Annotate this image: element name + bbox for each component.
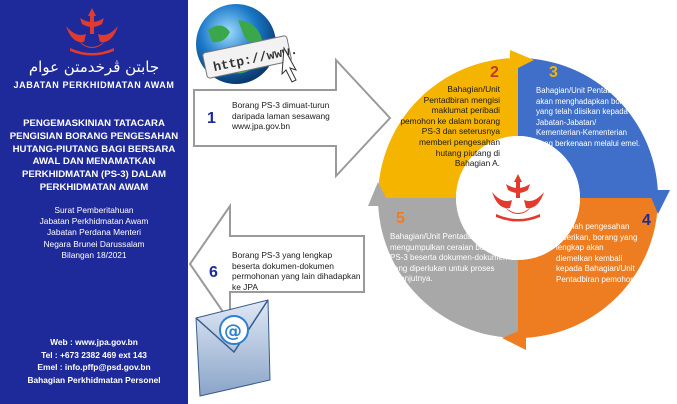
cursor-icon <box>281 46 298 83</box>
step3-segment <box>518 58 658 198</box>
step2-text: Bahagian/Unit Pentadbiran mengisi maklum… <box>400 84 500 169</box>
arrowhead-5-2 <box>368 182 390 206</box>
step1-arrow <box>193 57 392 179</box>
step5-text: Bahagian/Unit Pentadbiran akan mengumpul… <box>390 232 508 284</box>
step4-text: Setelah pengesahan diberikan, borang yan… <box>556 222 638 284</box>
step1-text: Borang PS-3 dimuat-turun daripada laman … <box>232 100 330 132</box>
arrowhead-2-3 <box>510 50 534 72</box>
globe-icon: http://www. <box>196 4 299 84</box>
department-name: JABATAN PERKHIDMATAN AWAM <box>13 80 175 90</box>
svg-text:@: @ <box>224 321 242 342</box>
email-icon: @ <box>195 299 271 397</box>
step4-number: 4 <box>642 212 651 229</box>
contact-info: Web : www.jpa.gov.bn Tel : +673 2382 469… <box>4 336 184 386</box>
notice-line: Jabatan Perdana Menteri <box>46 227 142 238</box>
step5-segment <box>378 198 518 338</box>
page-title: PENGEMASKINIAN TATACARA PENGISIAN BORANG… <box>9 118 179 193</box>
step2-number: 2 <box>490 64 499 81</box>
arrowhead-4-5 <box>502 328 526 350</box>
notice-line: Jabatan Perkhidmatan Awam <box>39 216 149 227</box>
step3-text: Bahagian/Unit Pentadbiran akan menghadap… <box>536 86 641 148</box>
notice-line: Bilangan 18/2021 <box>61 249 127 260</box>
arrowhead-3-4 <box>648 190 670 214</box>
contact-web[interactable]: Web : www.jpa.gov.bn <box>50 337 138 347</box>
contact-unit: Bahagian Perkhidmatan Personel <box>27 374 161 385</box>
contact-tel: Tel : +673 2382 469 ext 143 <box>41 349 147 360</box>
contact-email[interactable]: Emel : info.pffp@psd.gov.bn <box>37 362 151 372</box>
step6-text: Borang PS-3 yang lengkap beserta dokumen… <box>232 250 361 292</box>
notice-line: Negara Brunei Darussalam <box>43 238 145 249</box>
left-info-panel: جابتن ڤرخدمتن عوام JABATAN PERKHIDMATAN … <box>0 0 188 404</box>
brunei-crest-icon <box>66 8 118 56</box>
notice-line: Surat Pemberitahuan <box>54 205 134 215</box>
step3-number: 3 <box>549 64 558 81</box>
step5-number: 5 <box>396 210 405 227</box>
jawi-department-name: جابتن ڤرخدمتن عوام <box>28 58 160 76</box>
notice-info: Surat Pemberitahuan Jabatan Perkhidmatan… <box>4 205 184 261</box>
step2-segment <box>378 58 518 198</box>
step6-number: 6 <box>209 264 218 281</box>
process-diagram: http://www. @ <box>188 4 670 397</box>
center-crest-icon <box>492 174 544 222</box>
step1-number: 1 <box>207 110 216 127</box>
step6-arrow <box>188 202 365 326</box>
step4-segment <box>518 198 658 338</box>
